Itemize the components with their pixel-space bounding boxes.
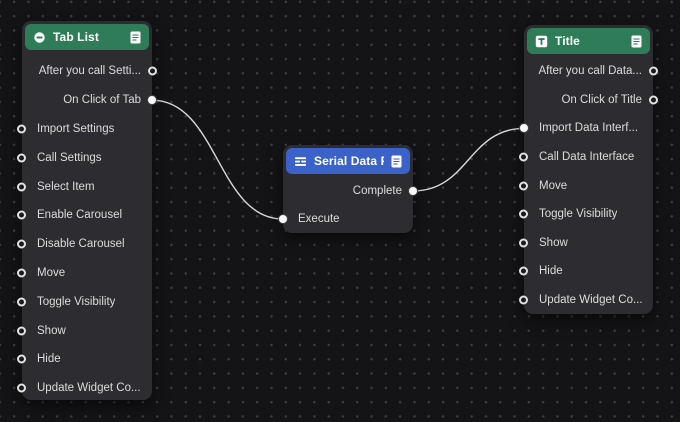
output-port[interactable] [649, 66, 658, 76]
port-label: Import Settings [37, 122, 115, 135]
input-port[interactable] [519, 181, 528, 191]
port-row: Update Widget Co... [17, 374, 152, 403]
input-port[interactable] [17, 383, 26, 393]
input-port[interactable] [278, 214, 288, 224]
node-title-widget[interactable]: Title After you call Data... On Click of… [519, 25, 658, 315]
output-port[interactable] [147, 95, 157, 106]
document-icon[interactable] [391, 155, 402, 168]
input-port[interactable] [519, 152, 528, 162]
document-icon[interactable] [130, 31, 141, 44]
node-title: Serial Data Pr... [314, 154, 384, 168]
port-label: Show [37, 324, 66, 337]
port-row: Disable Carousel [17, 230, 152, 259]
port-row: Toggle Visibility [17, 287, 152, 316]
output-port[interactable] [148, 66, 157, 76]
port-row: Execute [278, 205, 413, 233]
port-row: Move [519, 171, 653, 200]
port-row: After you call Data... [524, 57, 658, 86]
port-label: Update Widget Co... [539, 294, 643, 307]
tab-list-icon [33, 31, 46, 44]
port-label: Complete [352, 185, 402, 197]
input-port[interactable] [17, 210, 26, 220]
node-serial-data[interactable]: Serial Data Pr... Complete Execute [278, 145, 418, 233]
node-tab-list[interactable]: Tab List After you call Setti... On Clic… [17, 21, 157, 403]
node-title: Title [555, 34, 580, 48]
port-row: Import Settings [17, 115, 152, 144]
port-label: Call Settings [37, 151, 102, 164]
node-header[interactable]: Title [527, 28, 650, 54]
document-icon[interactable] [631, 35, 642, 48]
port-row: Show [17, 316, 152, 345]
input-port[interactable] [17, 239, 26, 249]
port-label: Move [37, 266, 66, 279]
node-header[interactable]: Tab List [25, 24, 149, 50]
title-icon [535, 35, 548, 48]
port-label: Show [539, 236, 568, 249]
input-port[interactable] [519, 123, 529, 134]
node-header[interactable]: Serial Data Pr... [286, 148, 410, 174]
port-label: Hide [37, 353, 61, 366]
port-label: Update Widget Co... [37, 382, 141, 395]
port-label: Call Data Interface [539, 151, 635, 164]
port-label: Select Item [37, 180, 95, 193]
port-row: Call Data Interface [519, 143, 653, 172]
output-port[interactable] [649, 95, 658, 105]
port-row: Move [17, 259, 152, 288]
port-label: Toggle Visibility [539, 208, 618, 221]
port-row: On Click of Title [524, 86, 658, 115]
port-row: After you call Setti... [22, 57, 157, 86]
port-label: Hide [539, 265, 563, 278]
port-label: On Click of Title [561, 93, 642, 106]
input-port[interactable] [17, 268, 26, 278]
input-port[interactable] [17, 124, 26, 134]
port-row: Import Data Interf... [519, 114, 653, 143]
port-row: Complete [283, 177, 418, 205]
input-port[interactable] [17, 326, 26, 336]
input-port[interactable] [17, 182, 26, 192]
port-row: Select Item [17, 172, 152, 201]
port-row: Show [519, 229, 653, 258]
input-port[interactable] [519, 295, 528, 305]
input-port[interactable] [17, 297, 26, 307]
output-port[interactable] [408, 186, 418, 196]
node-title: Tab List [53, 30, 99, 44]
port-label: Toggle Visibility [37, 295, 116, 308]
port-label: Enable Carousel [37, 209, 123, 222]
port-label: On Click of Tab [63, 94, 141, 107]
port-label: Execute [298, 213, 340, 225]
port-row: Toggle Visibility [519, 200, 653, 229]
input-port[interactable] [519, 238, 528, 248]
port-row: Enable Carousel [17, 201, 152, 230]
port-label: After you call Setti... [38, 65, 141, 78]
port-row: Hide [17, 345, 152, 374]
port-label: After you call Data... [538, 65, 642, 78]
port-row: Call Settings [17, 143, 152, 172]
input-port[interactable] [519, 266, 528, 276]
port-label: Disable Carousel [37, 238, 125, 251]
input-port[interactable] [519, 209, 528, 219]
port-row: Update Widget Co... [519, 286, 653, 315]
port-label: Move [539, 179, 568, 192]
port-row: Hide [519, 257, 653, 286]
port-row: On Click of Tab [22, 86, 157, 115]
input-port[interactable] [17, 153, 26, 163]
input-port[interactable] [17, 354, 26, 364]
port-label: Import Data Interf... [539, 122, 639, 135]
serial-data-icon [294, 155, 307, 168]
